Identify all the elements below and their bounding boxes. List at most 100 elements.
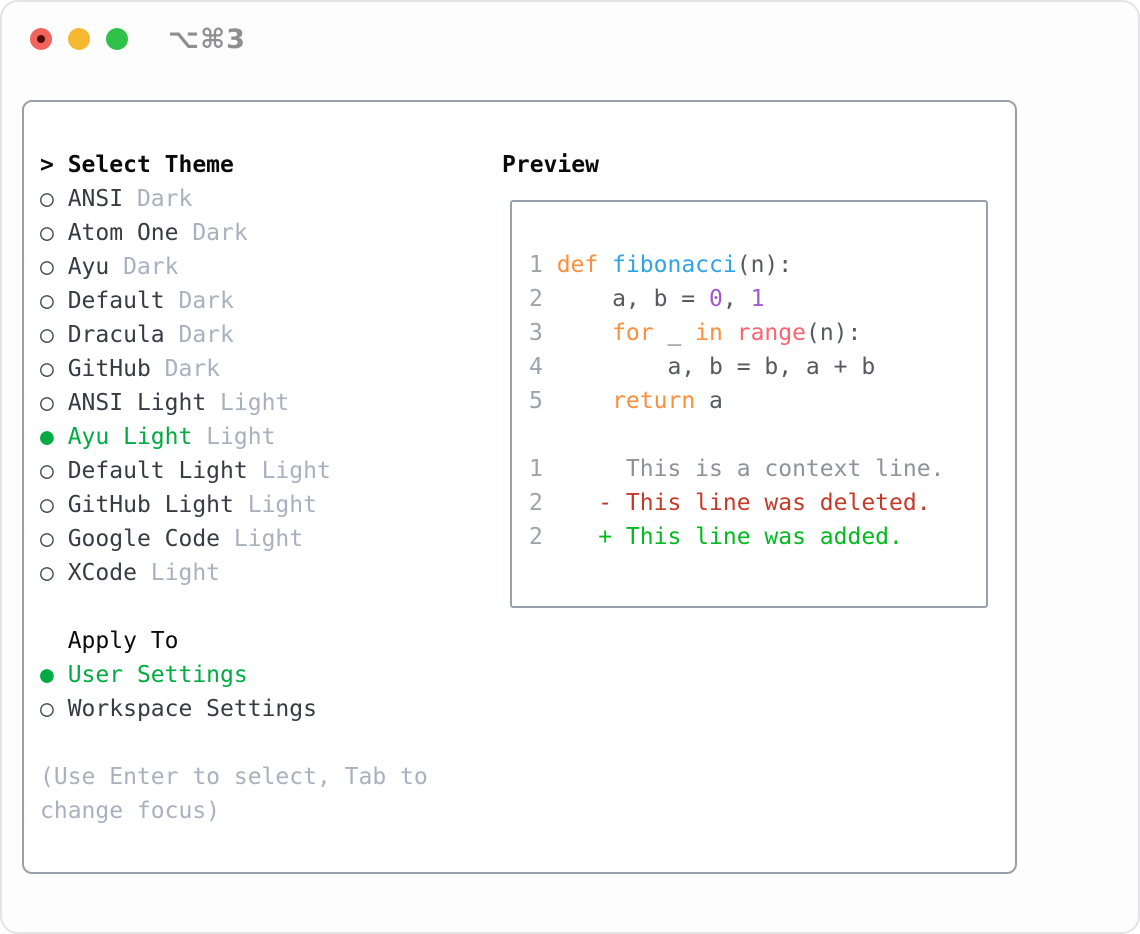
preview-header: Preview [502,152,599,178]
theme-name: GitHub [67,356,165,382]
theme-variant-label: Light [233,526,304,552]
code-token: range [736,320,806,346]
code-token: for [612,320,654,346]
theme-option[interactable]: ○ Dracula Dark [40,318,460,352]
theme-variant-label: Dark [178,288,234,314]
theme-variant-label: Dark [178,322,234,348]
radio-unselected-icon: ○ [40,322,68,348]
zoom-button-icon[interactable] [106,28,128,50]
theme-variant-label: Light [261,458,331,484]
code-line: 3 for _ in range(n): [529,316,986,350]
theme-variant-label: Light [150,560,221,586]
theme-picker-panel: > Select Theme ○ ANSI Dark○ Atom One Dar… [22,100,1017,874]
apply-to-header: Apply To [67,628,179,654]
radio-unselected-icon: ○ [40,220,68,246]
code-token: fibonacci [612,252,737,278]
code-line: 2 a, b = 0, 1 [529,282,986,316]
theme-name: Ayu Light [67,424,207,450]
theme-variant-label: Dark [192,220,248,246]
theme-name: ANSI Light [67,390,221,416]
theme-name: Ayu [67,254,124,280]
theme-option[interactable]: ○ Atom One Dark [40,216,460,250]
radio-unselected-icon: ○ [40,356,68,382]
diff-line-context: 1 This is a context line. [529,452,986,486]
diff-text: - This line was deleted. [556,490,931,516]
theme-option[interactable]: ○ ANSI Light Light [40,386,460,420]
minimize-button-icon[interactable] [68,28,90,50]
radio-unselected-icon: ○ [40,288,68,314]
apply-to-label: Workspace Settings [67,696,317,722]
traffic-lights [30,28,128,50]
diff-text: + This line was added. [556,524,903,550]
code-token: a, b = [556,286,710,312]
theme-name: Atom One [67,220,193,246]
code-token: 0 [709,286,723,312]
theme-name: Default [67,288,179,314]
theme-variant-label: Dark [136,186,193,212]
radio-selected-icon: ● [40,424,68,450]
code-token: (n): [736,252,793,278]
theme-name: GitHub Light [67,492,248,518]
code-token: return [612,388,696,414]
theme-name: Google Code [67,526,234,552]
line-number: 1 [529,456,543,482]
theme-option[interactable]: ○ ANSI Dark [40,182,460,216]
close-dot-icon [37,35,45,43]
theme-option[interactable]: ○ Ayu Dark [40,250,460,284]
code-token: 1 [750,286,765,312]
theme-name: ANSI [67,186,137,212]
theme-list-column: > Select Theme ○ ANSI Dark○ Atom One Dar… [40,148,460,828]
theme-variant-label: Light [220,390,290,416]
code-line: 4 a, b = b, a + b [529,350,986,384]
apply-to-option[interactable]: ○ Workspace Settings [40,692,460,726]
diff-line-deleted: 2 - This line was deleted. [529,486,986,520]
theme-option[interactable]: ○ GitHub Dark [40,352,460,386]
line-number: 4 [529,354,543,380]
radio-unselected-icon: ○ [40,390,68,416]
theme-option[interactable]: ○ Google Code Light [40,522,460,556]
code-token: _ [653,320,696,346]
theme-option[interactable]: ○ Default Dark [40,284,460,318]
close-button-icon[interactable] [30,28,52,50]
radio-selected-icon: ● [40,662,68,688]
radio-unselected-icon: ○ [40,492,68,518]
apply-to-label: User Settings [67,662,248,688]
radio-unselected-icon: ○ [40,526,68,552]
theme-option[interactable]: ● Ayu Light Light [40,420,460,454]
diff-line-added: 2 + This line was added. [529,520,986,554]
code-token [598,252,612,278]
radio-unselected-icon: ○ [40,696,68,722]
radio-unselected-icon: ○ [40,458,68,484]
radio-unselected-icon: ○ [40,560,68,586]
radio-unselected-icon: ○ [40,186,68,212]
line-number: 5 [529,388,543,414]
theme-name: XCode [67,560,151,586]
code-token: in [695,320,723,346]
line-number: 2 [529,524,543,550]
code-token [557,320,612,346]
apply-to-option[interactable]: ● User Settings [40,658,460,692]
window-shortcut-label: ⌥⌘3 [168,24,246,55]
code-token: a, b = b, a + b [556,354,876,380]
prompt-icon: > [40,152,68,178]
theme-option[interactable]: ○ GitHub Light Light [40,488,460,522]
line-number: 1 [529,252,543,278]
code-token: (n): [805,320,862,346]
code-token [723,320,737,346]
theme-variant-label: Dark [123,254,179,280]
theme-name: Dracula [67,322,179,348]
theme-option[interactable]: ○ Default Light Light [40,454,460,488]
line-number: 3 [529,320,543,346]
theme-variant-label: Light [247,492,317,518]
theme-option[interactable]: ○ XCode Light [40,556,460,590]
select-theme-header: > Select Theme [40,152,234,178]
diff-text: This is a context line. [556,456,945,482]
radio-unselected-icon: ○ [40,254,68,280]
theme-name: Default Light [67,458,262,484]
code-token: a [695,388,723,414]
line-number: 2 [529,286,543,312]
